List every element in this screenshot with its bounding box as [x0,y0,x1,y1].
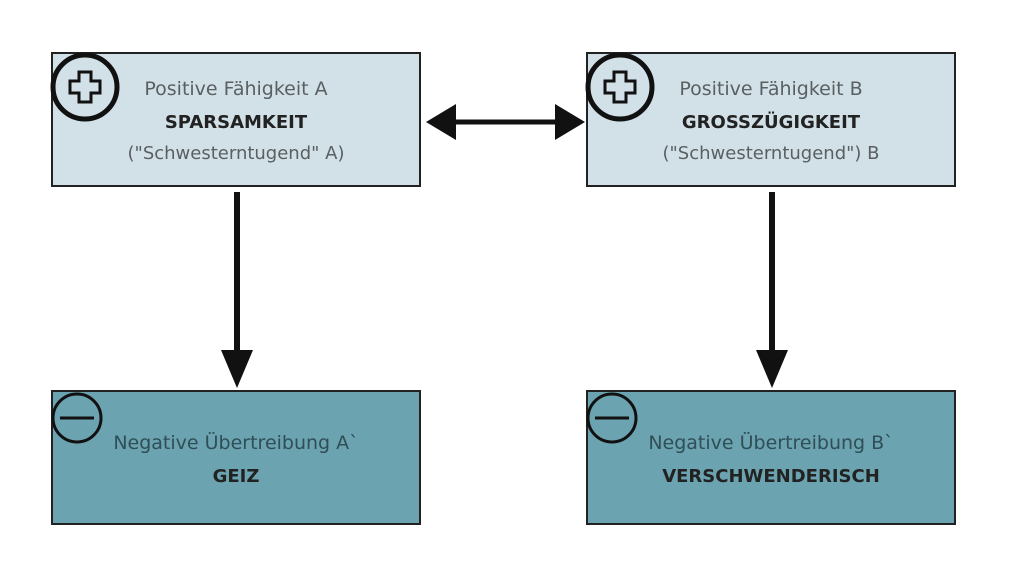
box-title: Negative Übertreibung B` [648,432,894,454]
box-note: ("Schwesterntugend") B [662,143,880,164]
box-name: SPARSAMKEIT [164,112,308,133]
minus-circle-icon [586,392,638,444]
box-title: Positive Fähigkeit B [679,78,863,100]
double-arrow-right-head [555,104,585,140]
arrow-a-head [221,350,253,388]
box-name: GROSSZÜGIGKEIT [681,112,861,133]
box-title: Positive Fähigkeit A [144,78,328,100]
box-name: VERSCHWENDERISCH [662,466,880,487]
positive-box-a: Positive Fähigkeit A SPARSAMKEIT ("Schwe… [51,52,421,187]
plus-circle-icon [585,52,655,122]
minus-circle-icon [51,392,103,444]
box-title: Negative Übertreibung A` [113,432,359,454]
negative-box-b: Negative Übertreibung B` VERSCHWENDERISC… [586,390,956,525]
box-note: ("Schwesterntugend" A) [127,143,345,164]
box-name: GEIZ [212,466,260,487]
double-arrow-left-head [426,104,456,140]
plus-circle-icon [50,52,120,122]
negative-box-a: Negative Übertreibung A` GEIZ [51,390,421,525]
arrow-b-head [756,350,788,388]
